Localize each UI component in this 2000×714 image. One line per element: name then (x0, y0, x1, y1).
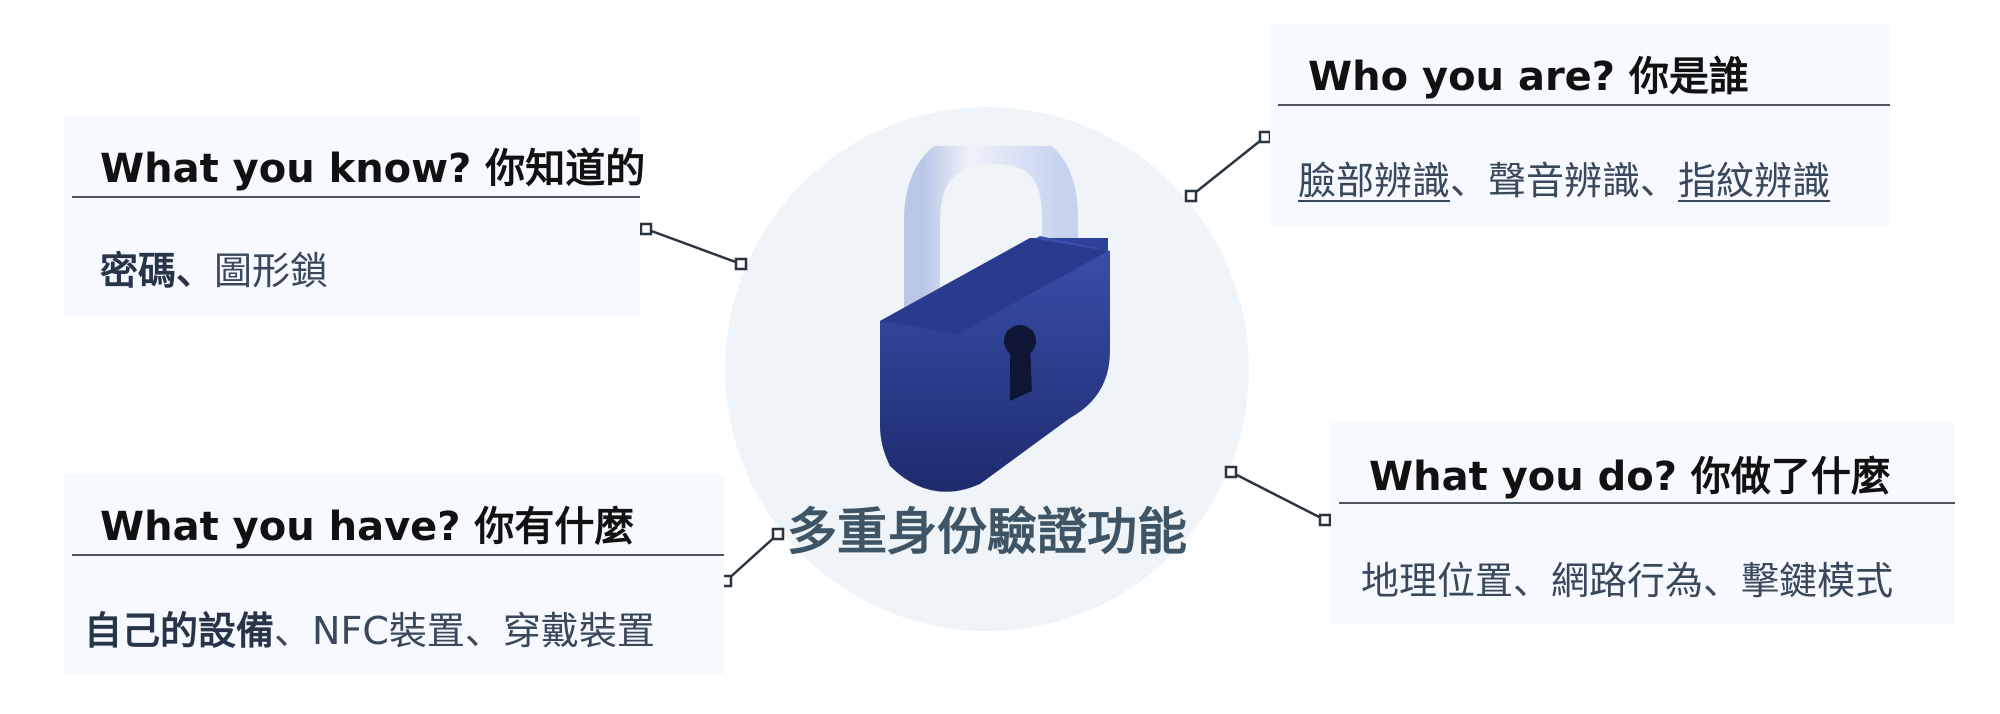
connector-know (645, 227, 742, 266)
card-body: 密碼、圖形鎖 (100, 240, 328, 295)
item-voice-recognition: 聲音辨識 (1488, 159, 1641, 203)
card-title: What you have? 你有什麼 (100, 504, 635, 550)
card-body: 臉部辨識、聲音辨識、指紋辨識 (1298, 150, 1830, 205)
card-title: Who you are? 你是誰 (1308, 54, 1749, 100)
item-keystroke-pattern: 擊鍵模式 (1741, 559, 1894, 603)
card-header: What you have? 你有什麼 (72, 474, 724, 556)
padlock-icon (880, 146, 1110, 492)
card-body: 自己的設備、NFC裝置、穿戴裝置 (84, 600, 655, 655)
connector-end-are-b (1258, 130, 1272, 144)
card-what-you-have: What you have? 你有什麼 自己的設備、NFC裝置、穿戴裝置 (64, 474, 724, 674)
separator: 、 (1450, 159, 1489, 203)
card-what-you-do: What you do? 你做了什麼 地理位置、網路行為、擊鍵模式 (1331, 422, 1955, 624)
card-header: What you know? 你知道的 (72, 116, 645, 198)
item-nfc-device: NFC裝置 (312, 609, 465, 653)
card-header: What you do? 你做了什麼 (1339, 422, 1955, 504)
separator: 、 (1640, 159, 1679, 203)
connector-are (1190, 136, 1266, 197)
center-title: 多重身份驗證功能 (787, 503, 1187, 561)
card-title: What you do? 你做了什麼 (1369, 454, 1891, 500)
card-header: Who you are? 你是誰 (1278, 24, 1890, 106)
separator: 、 (176, 249, 215, 293)
separator: 、 (464, 609, 503, 653)
connector-end-do-b (1318, 513, 1332, 527)
item-geolocation: 地理位置 (1361, 559, 1514, 603)
item-password: 密碼 (100, 249, 177, 293)
item-fingerprint-recognition: 指紋辨識 (1678, 159, 1831, 203)
item-pattern-lock: 圖形鎖 (214, 249, 329, 293)
separator: 、 (1703, 559, 1742, 603)
separator: 、 (274, 609, 313, 653)
card-who-you-are: Who you are? 你是誰 臉部辨識、聲音辨識、指紋辨識 (1270, 24, 1890, 226)
item-own-device: 自己的設備 (84, 609, 275, 653)
item-face-recognition: 臉部辨識 (1298, 159, 1451, 203)
connector-end-know-a (639, 222, 653, 236)
card-title: What you know? 你知道的 (100, 146, 646, 192)
item-network-behavior: 網路行為 (1551, 559, 1704, 603)
card-body: 地理位置、網路行為、擊鍵模式 (1361, 550, 1893, 605)
item-wearable-device: 穿戴裝置 (502, 609, 655, 653)
card-what-you-know: What you know? 你知道的 密碼、圖形鎖 (64, 116, 645, 316)
separator: 、 (1513, 559, 1552, 603)
